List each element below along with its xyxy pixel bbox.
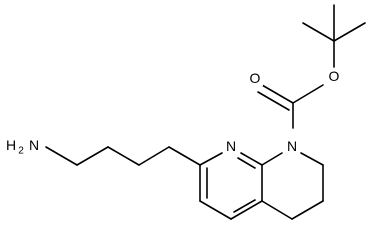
atom-symbol: O [329,68,340,84]
atom-label-ring-nitrogen: N [284,138,300,154]
bond [300,152,324,166]
atom-label-pyridine-nitrogen: N [223,138,239,154]
label-background [247,70,263,86]
bond [240,152,263,166]
atom-symbol: N [226,138,236,154]
bond [292,84,324,104]
bond [199,152,223,166]
bond [257,91,290,111]
molecule-structure: O O N N H 2 N [3,4,366,220]
bond [291,200,324,220]
atom-symbol: O [250,70,261,86]
bond [168,146,201,166]
bond [107,146,140,166]
bond [45,146,78,166]
bond [333,22,366,42]
bond [261,84,294,104]
bond [230,200,263,220]
bond [233,199,256,213]
structure-canvas: O O N N H 2 N [3,4,366,220]
atom-label-amine: H 2 N [3,137,45,157]
aminobutyl-chain [45,146,201,166]
bond [237,157,256,169]
bond [261,200,293,220]
bond [302,22,335,42]
label-background [3,137,45,157]
label-background [326,68,342,84]
label-background [223,138,239,154]
bond [76,146,109,166]
tert-butyl-group [302,4,366,68]
atom-label-ester-oxygen: O [326,68,342,84]
pyridine-ring [199,152,263,220]
amine-nitrogen: N [29,137,39,153]
atom-symbol: N [287,138,297,154]
amine-hydrogen-count: 2 [18,146,24,157]
bond [261,152,283,166]
amine-hydrogen: H [6,137,16,153]
atom-label-carbonyl-oxygen: O [247,70,263,86]
boc-carbonyl [257,84,324,129]
bond [199,200,232,220]
label-background [284,138,300,154]
bond [138,146,170,166]
tetrahydro-ring [261,152,324,220]
